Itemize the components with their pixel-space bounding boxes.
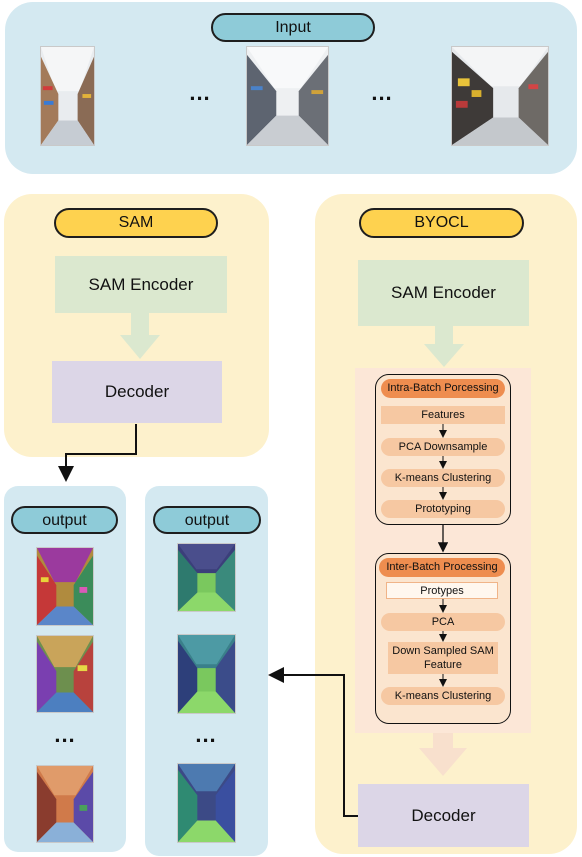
- intra-to-inter-arrow: [437, 525, 449, 553]
- inter-arrow-2: [439, 631, 447, 642]
- sam-output-image-2: [36, 635, 94, 713]
- inter-arrow-3: [439, 674, 447, 687]
- input-ellipsis-left: ...: [189, 80, 211, 105]
- sam-decoder-to-output-arrow: [58, 424, 137, 482]
- inter-step-protypes: Protypes: [386, 582, 498, 599]
- byocl-output-image-3: [177, 763, 236, 843]
- inter-step-kmeans: K-means Clustering: [381, 687, 505, 705]
- input-image-3: [451, 46, 549, 146]
- inter-batch-title: Inter-Batch Processing: [379, 558, 505, 577]
- byocl-label: BYOCL: [359, 208, 524, 238]
- intra-step-kmeans: K-means Clustering: [381, 469, 505, 487]
- inter-step-downsampled-feature: Down Sampled SAM Feature: [388, 642, 498, 674]
- intra-arrow-3: [439, 487, 447, 500]
- sam-encoder-to-decoder-arrow: [120, 313, 160, 359]
- intra-step-prototyping: Prototyping: [381, 500, 505, 518]
- input-label: Input: [211, 13, 375, 42]
- byocl-encoder-arrow: [424, 326, 464, 367]
- intra-step-pca: PCA Downsample: [381, 438, 505, 456]
- byocl-encoder-block: SAM Encoder: [358, 260, 529, 326]
- output-label-sam: output: [11, 506, 118, 534]
- inter-step-pca: PCA: [381, 613, 505, 631]
- sam-output-image-3: [36, 765, 94, 843]
- intra-batch-title: Intra-Batch Porcessing: [381, 379, 505, 398]
- byocl-decoder-to-output-arrow: [268, 667, 358, 817]
- input-image-1: [40, 46, 95, 146]
- byocl-decoder-block: Decoder: [358, 784, 529, 847]
- intra-arrow-1: [439, 424, 447, 438]
- input-ellipsis-right: ...: [371, 80, 393, 105]
- inter-arrow-1: [439, 599, 447, 613]
- byocl-output-ellipsis: ...: [195, 722, 217, 747]
- sam-decoder-block: Decoder: [52, 361, 222, 423]
- sam-output-ellipsis: ...: [54, 722, 76, 747]
- sam-output-image-1: [36, 547, 94, 626]
- byocl-output-image-2: [177, 634, 236, 714]
- sam-encoder-block: SAM Encoder: [55, 256, 227, 313]
- intra-arrow-2: [439, 456, 447, 469]
- intra-step-features: Features: [381, 406, 505, 424]
- sam-label: SAM: [54, 208, 218, 238]
- input-image-2: [246, 46, 329, 146]
- output-label-byocl: output: [153, 506, 261, 534]
- byocl-output-image-1: [177, 543, 236, 612]
